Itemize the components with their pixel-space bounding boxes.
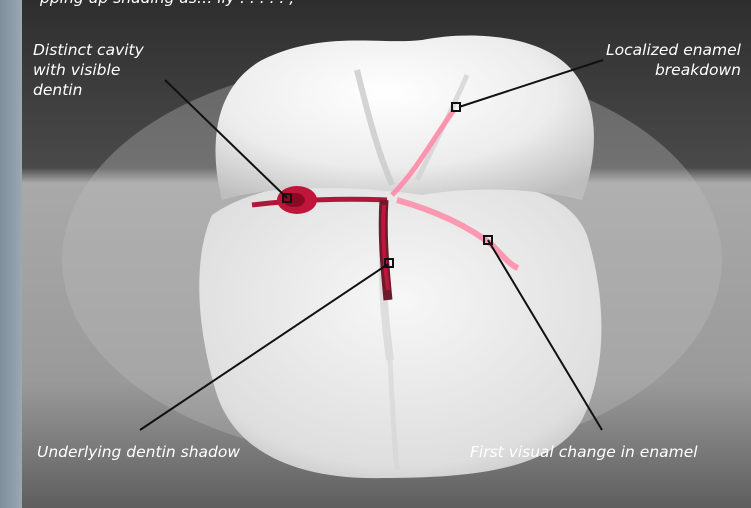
label-enamel-breakdown: Localized enamel breakdown xyxy=(606,40,741,80)
label-line: dentin xyxy=(33,80,193,100)
tooth-upper-cusps xyxy=(215,35,593,200)
top-caption: pping up shading as… lly . . . . . , xyxy=(40,0,294,8)
label-dentin-shadow: Underlying dentin shadow xyxy=(37,442,240,462)
left-sidebar-strip xyxy=(0,0,22,508)
label-distinct-cavity: Distinct cavity with visible dentin xyxy=(33,40,193,100)
label-line: Distinct cavity xyxy=(33,40,193,60)
label-line: breakdown xyxy=(606,60,741,80)
label-line: Localized enamel xyxy=(606,40,741,60)
label-first-visual-change: First visual change in enamel xyxy=(470,442,698,462)
label-line: with visible xyxy=(33,60,193,80)
cavity-core xyxy=(283,193,305,207)
